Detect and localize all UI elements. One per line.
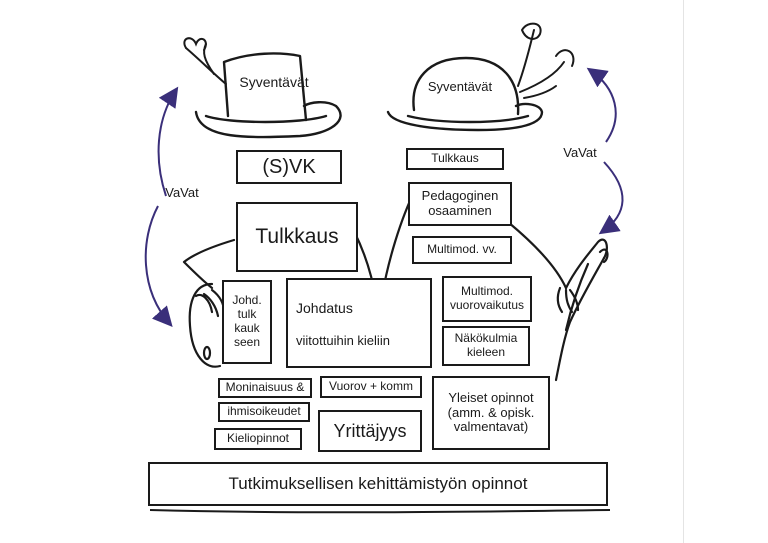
johdatus-label: Johdatus [296,300,353,316]
left-vavat-arrow-up [157,86,179,197]
yleiset-opinnot-box: Yleiset opinnot (amm. & opisk. valmentav… [432,376,550,450]
right-bowler-hat-icon [386,56,544,132]
left-vavat-label: VaVat [165,185,199,200]
nakokulmia-box: Näkökulmia kieleen [442,326,530,366]
right-vavat-arrow-down [598,161,624,235]
left-tulkkaus-box: Tulkkaus [236,202,358,272]
right-hat-flower-icon [517,22,575,99]
pedagoginen-box: Pedagoginen osaaminen [408,182,512,226]
umbrella-icon [554,238,609,382]
viitottuihin-label: viitottuihin kieliin [296,333,390,348]
right-tulkkaus-box: Tulkkaus [406,148,504,170]
tutkimuksellisen-base-box: Tutkimuksellisen kehittämistyön opinnot [148,462,608,506]
page-edge [683,0,768,543]
johd-tulk-box: Johd. tulk kauk seen [222,280,272,364]
kieliopinnot-box: Kieliopinnot [214,428,302,450]
left-top-hat-icon [194,52,342,139]
right-vavat-arrow-up [586,67,617,143]
right-vavat-label: VaVat [563,145,597,160]
johdatus-box: Johdatus viitottuihin kieliin [286,278,432,368]
base-shadow-line [149,509,611,514]
multimod-vuorovaikutus-box: Multimod. vuorovaikutus [442,276,532,322]
yrittajyys-box: Yrittäjyys [318,410,422,452]
left-hat-label: Syventävät [239,74,309,90]
left-hat-flower-icon [183,37,227,85]
left-vavat-arrow-down [144,205,173,328]
moninaisuus-box: Moninaisuus & [218,378,312,398]
ihmisoikeudet-box: ihmisoikeudet [218,402,310,422]
right-hat-label: Syventävät [427,79,493,94]
multimod-vv-box: Multimod. vv. [412,236,512,264]
svk-box: (S)VK [236,150,342,184]
vuorov-komm-box: Vuorov + komm [320,376,422,398]
ear-icon [188,282,222,368]
